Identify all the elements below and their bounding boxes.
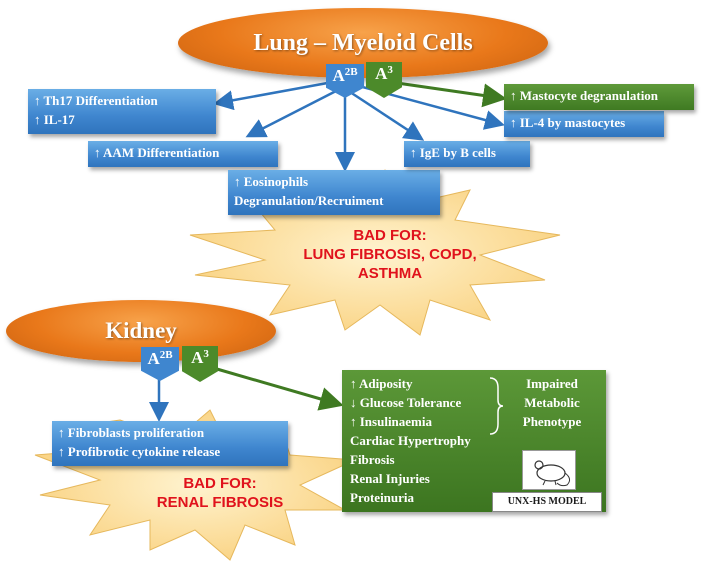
il4-box: ↑ IL-4 by mastocytes (504, 111, 664, 137)
bracket-icon (489, 377, 504, 435)
kidney-bad-for-text: BAD FOR: RENAL FIBROSIS (156, 475, 284, 511)
mastocyte-box: ↑ Mastocyte degranulation (504, 84, 694, 110)
metabolic-item: ↑ Adiposity (350, 376, 413, 391)
metabolic-item: Cardiac Hypertrophy (350, 433, 471, 448)
ige-box: ↑ IgE by B cells (404, 141, 530, 167)
metabolic-item: Renal Injuries (350, 471, 430, 486)
aam-box: ↑ AAM Differentiation (88, 141, 278, 167)
phenotype-label: Impaired Metabolic Phenotype (522, 376, 582, 429)
metabolic-panel: ↑ Adiposity ↓ Glucose Tolerance ↑ Insuli… (342, 370, 606, 512)
lung-title: Lung – Myeloid Cells (253, 29, 473, 56)
th17-box: ↑ Th17 Differentiation ↑ IL-17 (28, 89, 216, 134)
model-label: UNX-HS MODEL (492, 492, 602, 512)
metabolic-item: Proteinuria (350, 490, 415, 505)
fibroblasts-box: ↑ Fibroblasts proliferation ↑ Profibroti… (52, 421, 288, 466)
kidney-title: Kidney (105, 318, 177, 343)
metabolic-item: Fibrosis (350, 452, 395, 467)
kidney-title-ellipse: Kidney (6, 300, 276, 362)
eosinophils-box: ↑ Eosinophils Degranulation/Recruiment (228, 170, 440, 215)
lung-bad-for-text: BAD FOR: LUNG FIBROSIS, COPD, ASTHMA (303, 227, 477, 282)
metabolic-item: ↑ Insulinaemia (350, 414, 432, 429)
mouse-icon (522, 450, 576, 490)
metabolic-item: ↓ Glucose Tolerance (350, 395, 462, 410)
lung-title-ellipse: Lung – Myeloid Cells (178, 8, 548, 78)
